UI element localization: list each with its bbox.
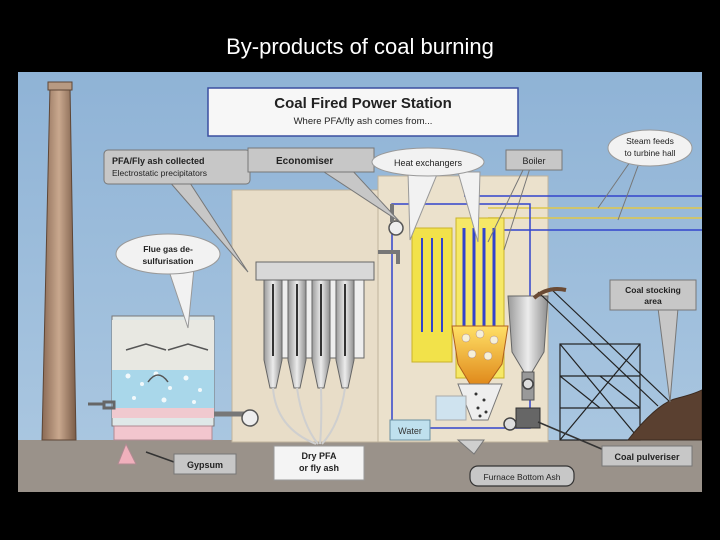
callout-steam-line1: Steam feeds: [626, 136, 674, 146]
callout-stock-line2: area: [644, 296, 662, 306]
callout-heat-exchangers: Heat exchangers: [371, 147, 485, 243]
callout-pfa-sub: Electrostatic precipitators: [112, 168, 207, 178]
callout-flue-gas: Flue gas de- sulfurisation: [115, 233, 221, 329]
steam-feed-lines: [464, 195, 702, 231]
callout-flue-line1: Flue gas de-: [143, 244, 193, 254]
diagram-title: Coal Fired Power Station: [274, 95, 452, 112]
callout-economiser: Economiser: [247, 147, 401, 223]
electrostatic-precipitator: [255, 261, 375, 389]
conveyor-gantry: [537, 287, 671, 441]
fan: [241, 409, 259, 427]
furnace-bottom-ash-text: Furnace Bottom Ash: [483, 472, 560, 482]
callout-heat-exchangers-text: Heat exchangers: [394, 158, 463, 168]
coal-feed-system: [503, 295, 549, 431]
chimney: [41, 81, 77, 441]
coal-pulveriser-text: Coal pulveriser: [614, 452, 680, 462]
title-box: Coal Fired Power Station Where PFA/fly a…: [207, 87, 519, 137]
coal-pile: [626, 389, 702, 441]
boiler-block: [378, 203, 531, 429]
callout-boiler: Boiler: [487, 149, 563, 251]
water-tank: Water: [389, 419, 431, 441]
slide-title: By-products of coal burning: [226, 34, 494, 59]
economiser-fan: [388, 220, 404, 236]
callout-steam-line2: to turbine hall: [624, 148, 675, 158]
label-coal-pulveriser: Coal pulveriser: [537, 421, 693, 467]
coal-conveyor-belt: [532, 287, 567, 300]
gypsum-text: Gypsum: [187, 460, 223, 470]
callout-pfa: PFA/Fly ash collected Electrostatic prec…: [103, 149, 251, 273]
power-station-diagram: Coal Fired Power Station Where PFA/fly a…: [18, 72, 702, 492]
desulfurisation-unit: [88, 315, 215, 441]
callout-steam-feeds: Steam feeds to turbine hall: [597, 129, 693, 221]
label-gypsum: Gypsum: [117, 442, 237, 475]
diagram-subtitle: Where PFA/fly ash comes from...: [294, 116, 433, 127]
callout-flue-line2: sulfurisation: [142, 256, 193, 266]
callout-stock-line1: Coal stocking: [625, 285, 681, 295]
dry-pfa-line2: or fly ash: [299, 463, 339, 473]
dry-pfa-line1: Dry PFA: [301, 451, 337, 461]
label-dry-pfa: Dry PFA or fly ash: [273, 445, 365, 481]
callout-pfa-title: PFA/Fly ash collected: [112, 156, 205, 166]
label-furnace-bottom-ash: Furnace Bottom Ash: [456, 439, 575, 487]
callout-boiler-text: Boiler: [522, 156, 545, 166]
callout-economiser-text: Economiser: [276, 156, 333, 167]
callout-coal-stocking: Coal stocking area: [609, 279, 697, 403]
water-label: Water: [398, 426, 422, 436]
ash-pipes: [272, 387, 346, 445]
